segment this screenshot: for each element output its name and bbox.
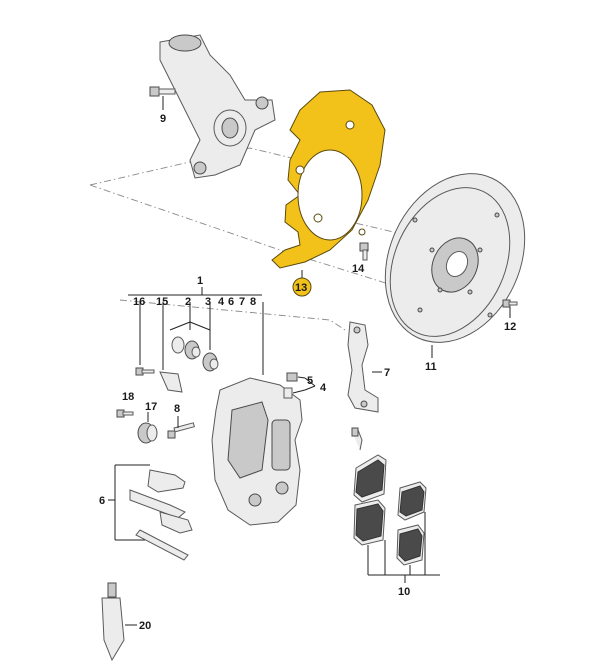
label-4-group: 4: [218, 296, 225, 308]
label-6: 6: [99, 495, 105, 507]
assembly-tool-20: [101, 582, 137, 661]
label-14: 14: [352, 263, 365, 275]
label-9: 9: [160, 113, 166, 125]
label-13-badge: [292, 277, 312, 297]
label-2: 2: [185, 296, 191, 308]
label-12: 12: [504, 321, 516, 333]
label-7-group: 7: [239, 296, 245, 308]
label-3: 3: [205, 296, 211, 308]
label-4: 4: [320, 382, 327, 394]
caliper-carrier: [347, 321, 382, 413]
pistons-and-seals: [169, 321, 219, 372]
knuckle-bolt: [149, 86, 176, 110]
label-13: 13: [295, 282, 307, 294]
screw-18: [116, 409, 134, 418]
label-11: 11: [425, 361, 437, 373]
caliper-group-bracket: [128, 287, 264, 375]
bleeder-screw: [283, 372, 316, 399]
label-15: 15: [156, 296, 168, 308]
brake-pads: [351, 427, 440, 583]
label-5: 5: [307, 375, 313, 387]
label-8-group: 8: [250, 296, 256, 308]
guide-pin-16: [135, 367, 155, 376]
anti-rattle-springs: [108, 464, 193, 561]
disc-screw: [502, 299, 518, 318]
shield-bolt: [359, 242, 369, 261]
label-10: 10: [398, 586, 410, 598]
label-20: 20: [139, 620, 151, 632]
brake-caliper: [211, 377, 303, 526]
label-6-group: 6: [228, 296, 234, 308]
steering-knuckle: [159, 34, 276, 179]
label-18: 18: [122, 391, 134, 403]
brake-splash-shield: [271, 89, 386, 269]
label-17: 17: [145, 401, 157, 413]
label-8: 8: [174, 403, 180, 415]
label-1: 1: [197, 275, 203, 287]
label-7: 7: [384, 367, 390, 379]
bushing-17: [137, 412, 158, 444]
brake-disc: [384, 173, 526, 343]
bolt-8: [167, 416, 195, 439]
label-16: 16: [133, 296, 145, 308]
retaining-clip-15: [159, 371, 183, 393]
